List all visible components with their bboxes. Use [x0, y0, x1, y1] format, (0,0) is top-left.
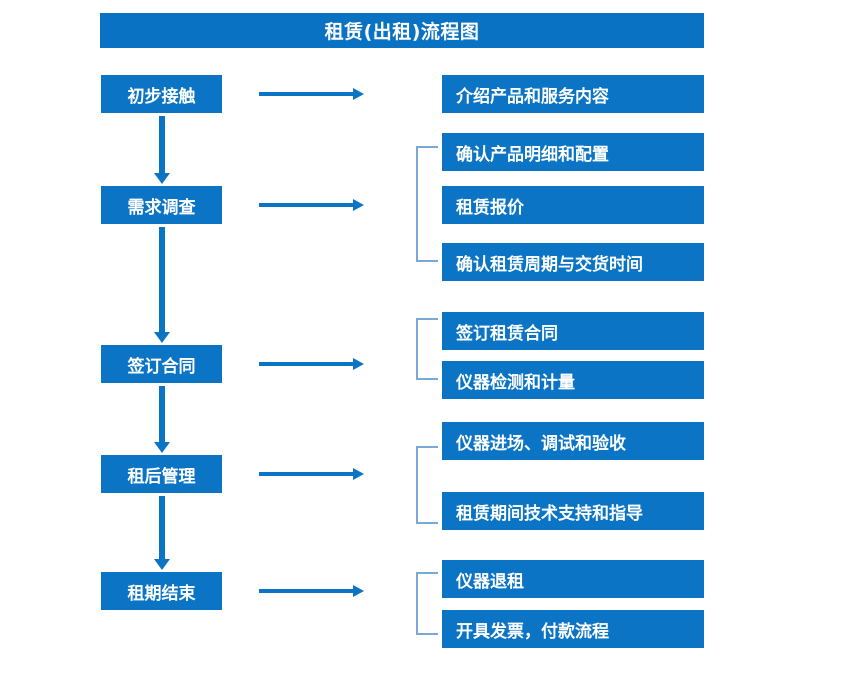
- detail-box-仪器检测和计量[interactable]: 仪器检测和计量: [442, 361, 704, 399]
- vertical-arrow-4: [154, 496, 170, 570]
- detail-box-租赁期间技术支持和指导[interactable]: 租赁期间技术支持和指导: [442, 492, 704, 530]
- stage-box-租后管理[interactable]: 租后管理: [101, 455, 222, 493]
- detail-box-签订租赁合同[interactable]: 签订租赁合同: [442, 312, 704, 350]
- horizontal-arrow-4: [259, 468, 364, 480]
- group-bracket-租期结束: [416, 572, 438, 635]
- horizontal-arrow-2: [259, 199, 364, 211]
- vertical-arrow-1: [154, 116, 170, 184]
- stage-box-初步接触[interactable]: 初步接触: [101, 75, 222, 113]
- stage-box-签订合同[interactable]: 签订合同: [101, 345, 222, 383]
- page-title: 租赁(出租)流程图: [100, 13, 704, 48]
- detail-box-确认租赁周期与交货时间[interactable]: 确认租赁周期与交货时间: [442, 243, 704, 281]
- group-bracket-需求调查: [416, 146, 438, 262]
- horizontal-arrow-1: [259, 88, 364, 100]
- detail-box-介绍产品和服务内容[interactable]: 介绍产品和服务内容: [442, 75, 704, 113]
- detail-box-开具发票付款流程[interactable]: 开具发票，付款流程: [442, 610, 704, 648]
- detail-box-仪器进场调试和验收[interactable]: 仪器进场、调试和验收: [442, 422, 704, 460]
- detail-box-租赁报价[interactable]: 租赁报价: [442, 186, 704, 224]
- detail-box-确认产品明细和配置[interactable]: 确认产品明细和配置: [442, 133, 704, 171]
- stage-box-需求调查[interactable]: 需求调查: [101, 186, 222, 224]
- detail-box-仪器退租[interactable]: 仪器退租: [442, 560, 704, 598]
- stage-box-租期结束[interactable]: 租期结束: [101, 572, 222, 610]
- vertical-arrow-2: [154, 227, 170, 343]
- group-bracket-签订合同: [416, 318, 438, 380]
- horizontal-arrow-3: [259, 358, 364, 370]
- vertical-arrow-3: [154, 386, 170, 453]
- horizontal-arrow-5: [259, 585, 364, 597]
- group-bracket-租后管理: [416, 446, 438, 524]
